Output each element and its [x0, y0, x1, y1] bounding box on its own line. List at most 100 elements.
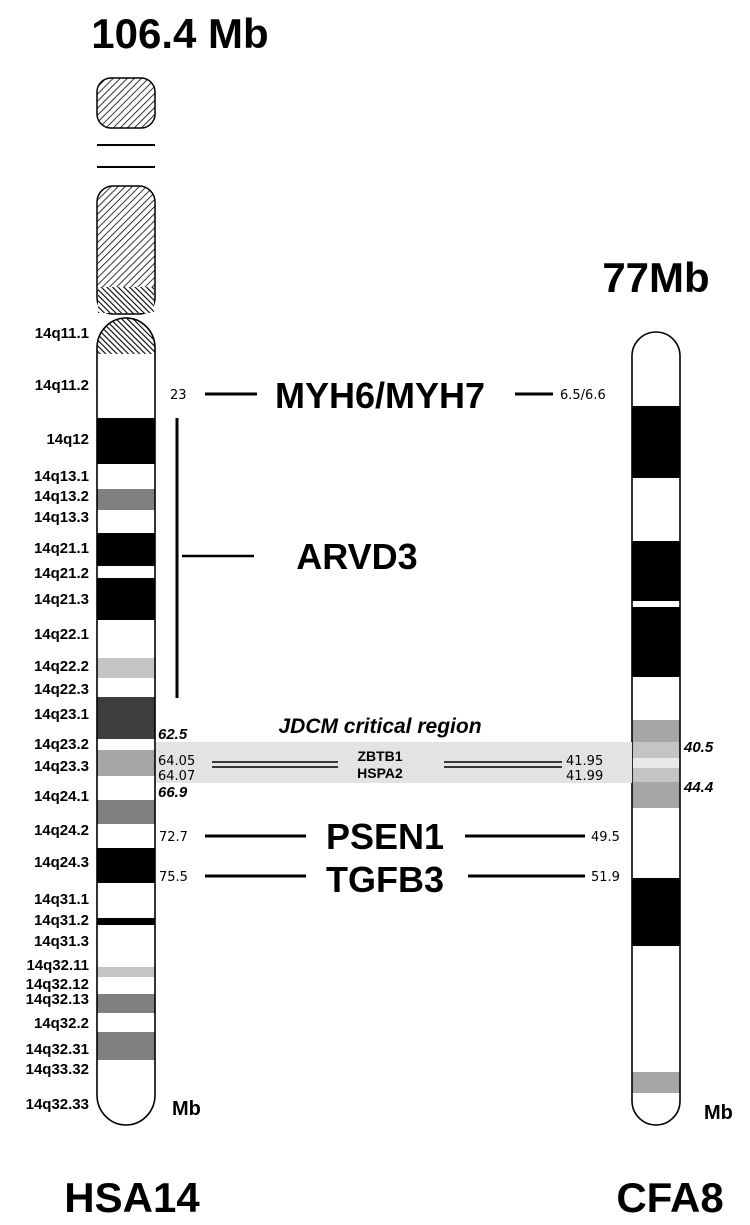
tgfb3-dog-pos: 51.9	[591, 870, 620, 885]
hsa14-band-label: 14q32.2	[34, 1015, 89, 1032]
arvd3-label: ARVD3	[296, 536, 417, 577]
myh-dog-pos: 6.5/6.6	[560, 388, 606, 403]
hsa14-band-label: 14q23.2	[34, 736, 89, 753]
hsa14-band-label: 14q31.3	[34, 933, 89, 950]
hsa14-band-label: 14q31.1	[34, 891, 89, 908]
hsa14-band-14q13-2	[97, 489, 155, 510]
hsa14-band-14q13-1	[97, 464, 155, 489]
hsa14-band-label: 14q32.33	[26, 1096, 89, 1113]
hsa14-band-14q23-2	[97, 739, 155, 750]
cfa8-band	[632, 742, 680, 758]
hsa14-band-14q32-12	[97, 967, 155, 977]
hsa14-band-14q31-2	[97, 883, 155, 918]
hsa14-band-label: 14q13.3	[34, 509, 89, 526]
hspa2-dog-pos: 41.99	[566, 769, 603, 784]
hsa14-band-label: 14q13.2	[34, 488, 89, 505]
tgfb3-human-pos: 75.5	[159, 870, 188, 885]
hsa14-band-label: 14q22.3	[34, 681, 89, 698]
hsa14-band-label: 14q22.2	[34, 658, 89, 675]
hsa14-band-label: 14q32.31	[26, 1041, 89, 1058]
cfa8-band	[632, 1072, 680, 1093]
psen1-label: PSEN1	[326, 816, 444, 857]
hsa14-band-14q21-2	[97, 566, 155, 578]
dog-region-end: 44.4	[683, 779, 714, 796]
hsa14-band-14q21-3	[97, 578, 155, 620]
cfa8-band	[632, 768, 680, 782]
hsa14-band-14q31-1	[97, 848, 155, 883]
hsa14-band-label: 14q23.3	[34, 758, 89, 775]
hsa14-band-14q22-2	[97, 658, 155, 678]
zbtb1-human-pos: 64.05	[158, 754, 195, 769]
hsa14-band-label: 14q21.2	[34, 565, 89, 582]
critical-region-title: JDCM critical region	[278, 715, 481, 738]
hsa14-band-label: 14q33.32	[26, 1061, 89, 1078]
hsa14-band-14q22-1	[97, 620, 155, 658]
cfa8-size-label: 77Mb	[602, 254, 709, 301]
dog-region-start: 40.5	[683, 739, 714, 756]
cfa8-chromosome	[631, 331, 681, 1126]
hsa14-band-14q32-11	[97, 925, 155, 967]
hsa14-mb-label: Mb	[172, 1098, 201, 1120]
hsa14-band-label: 14q11.1	[35, 325, 89, 342]
tgfb3-label: TGFB3	[326, 859, 444, 900]
hsa14-band-label: 14q32.11	[26, 957, 89, 974]
hsa14-band-label: 14q21.1	[34, 540, 89, 557]
cfa8-band	[632, 406, 680, 478]
hsa14-band-label: 14q13.1	[34, 468, 89, 485]
hsa14-band-14q12	[97, 418, 155, 464]
hsa14-band-label: 14q11.2	[35, 377, 89, 394]
hsa14-band-label: 14q32.12	[26, 976, 89, 993]
hsa14-p-arm-dense	[98, 287, 154, 313]
hspa2-human-pos: 64.07	[158, 769, 195, 784]
hsa14-band-14q23-1	[97, 697, 155, 739]
cfa8-band	[632, 541, 680, 601]
myh-human-pos: 23	[170, 388, 187, 403]
cfa8-band	[632, 878, 680, 946]
cfa8-outline	[631, 331, 681, 1126]
cfa8-mb-label: Mb	[704, 1102, 733, 1124]
hsa14-band-14q33-32	[97, 1032, 155, 1060]
cfa8-band	[632, 720, 680, 742]
cfa8-band	[632, 758, 680, 768]
human-region-end: 66.9	[158, 784, 188, 801]
psen1-human-pos: 72.7	[159, 830, 188, 845]
hsa14-band-14q32-31	[97, 1013, 155, 1032]
human-region-start: 62.5	[158, 726, 188, 743]
hsa14-chromosome: 14q11.1 14q11.2 14q12 14q13.1 14q13.2 14q13.3…	[26, 77, 156, 1126]
hsa14-band-label: 14q21.3	[34, 591, 89, 608]
hsa14-band-label: 14q12	[46, 431, 89, 448]
hsa14-band-14q24-3	[97, 824, 155, 848]
myh-label: MYH6/MYH7	[275, 375, 485, 416]
hsa14-name: HSA14	[64, 1174, 200, 1221]
hsa14-band-14q13-3	[97, 510, 155, 533]
hsa14-band-label: 14q22.1	[34, 626, 89, 643]
hsa14-p-arm	[96, 185, 156, 315]
cfa8-name: CFA8	[616, 1174, 723, 1221]
psen1-dog-pos: 49.5	[591, 830, 620, 845]
cfa8-band	[632, 782, 680, 808]
hsa14-band-label: 14q23.1	[34, 706, 89, 723]
zbtb1-dog-pos: 41.95	[566, 754, 603, 769]
hspa2-label: HSPA2	[357, 765, 403, 781]
hsa14-band-14q32-33	[97, 1060, 155, 1125]
hsa14-band-14q11-1	[97, 318, 155, 354]
hsa14-size-label: 106.4 Mb	[91, 10, 268, 57]
hsa14-band-14q23-3	[97, 750, 155, 776]
hsa14-band-14q22-3	[97, 678, 155, 697]
hsa14-satellite	[96, 77, 156, 129]
hsa14-band-label: 14q32.13	[26, 991, 89, 1008]
zbtb1-label: ZBTB1	[357, 748, 402, 764]
hsa14-band-14q32-13	[97, 977, 155, 994]
hsa14-band-label: 14q24.3	[34, 854, 89, 871]
hsa14-band-14q21-1	[97, 533, 155, 566]
hsa14-q-arm-outline	[96, 317, 156, 1126]
hsa14-band-label: 14q24.2	[34, 822, 89, 839]
hsa14-band-14q31-3	[97, 918, 155, 925]
hsa14-band-14q32-2	[97, 994, 155, 1013]
hsa14-band-label: 14q24.1	[34, 788, 89, 805]
cfa8-band	[632, 607, 680, 677]
hsa14-band-label: 14q31.2	[34, 912, 89, 929]
hsa14-band-14q11-2	[97, 354, 155, 418]
hsa14-band-14q24-2	[97, 800, 155, 824]
